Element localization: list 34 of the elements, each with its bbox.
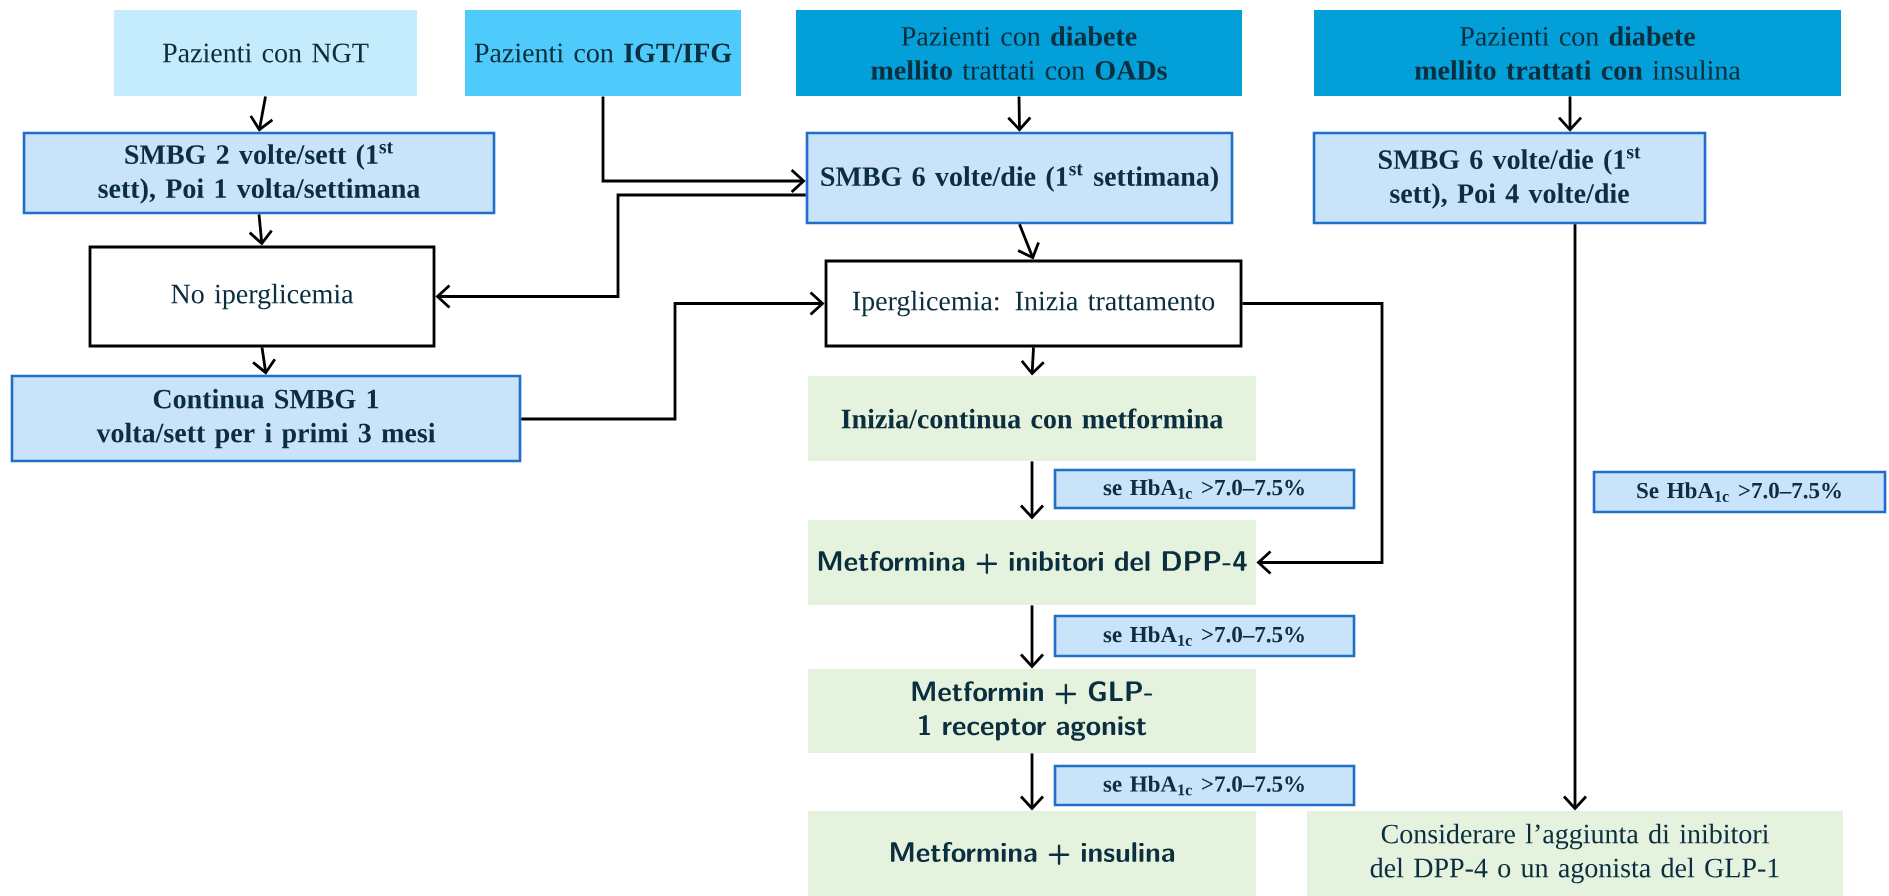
arrow: [249, 96, 274, 132]
outcome-box: No iperglicemia: [88, 245, 436, 348]
threshold-box: se HbA$_{1c}$ >7.0–7.5%: [1053, 764, 1356, 807]
monitoring-box: SMBG 6 volte/die (1$^{st}$ sett), Poi 4 volte/die: [1312, 131, 1707, 225]
arrow: [1558, 96, 1583, 132]
treatment-box: Metformina + inibitori del DPP-4: [808, 520, 1256, 605]
arrow: [1019, 605, 1045, 669]
outcome-box: Iperglicemia: Inizia trattamento: [824, 259, 1243, 348]
arrow: [252, 347, 276, 375]
treatment-box: Inizia/continua con metformina: [808, 376, 1256, 461]
patient-group-box: Pazienti con NGT: [114, 10, 417, 96]
threshold-box: Se HbA$_{1c}$ >7.0–7.5%: [1592, 470, 1887, 514]
arrow: [435, 193, 806, 309]
monitoring-box: SMBG 6 volte/die (1$^{st}$ settimana): [805, 131, 1234, 225]
patient-group-box: Pazienti con diabete mellito trattati con insulina: [1314, 10, 1841, 96]
arrow: [1007, 96, 1032, 132]
arrow: [1019, 461, 1045, 520]
arrow: [1017, 223, 1040, 260]
threshold-box: se HbA$_{1c}$ >7.0–7.5%: [1053, 614, 1356, 658]
arrow: [521, 291, 825, 421]
treatment-box: Metformina + insulina: [808, 811, 1256, 896]
threshold-box: se HbA$_{1c}$ >7.0–7.5%: [1053, 468, 1356, 510]
arrow: [1020, 347, 1045, 376]
monitoring-box: SMBG 2 volte/sett (1$^{st}$ sett), Poi 1 volta/settimana: [22, 131, 496, 215]
arrow: [1019, 753, 1045, 811]
arrow: [248, 214, 273, 246]
monitoring-box: Continua SMBG 1 volta/sett per i primi 3 mesi: [10, 374, 522, 463]
treatment-box: Metformin + GLP-1 receptor agonist: [808, 669, 1256, 753]
treatment-box: Considerare l’aggiunta di inibitori del DPP-4 o un agonista del GLP-1: [1307, 811, 1843, 896]
arrow: [601, 96, 806, 194]
patient-group-box: Pazienti con diabete mellito trattati con OADs: [796, 10, 1242, 96]
patient-group-box: Pazienti con IGT/IFG: [465, 10, 741, 96]
arrow: [1242, 302, 1384, 575]
arrow: [1563, 224, 1588, 811]
